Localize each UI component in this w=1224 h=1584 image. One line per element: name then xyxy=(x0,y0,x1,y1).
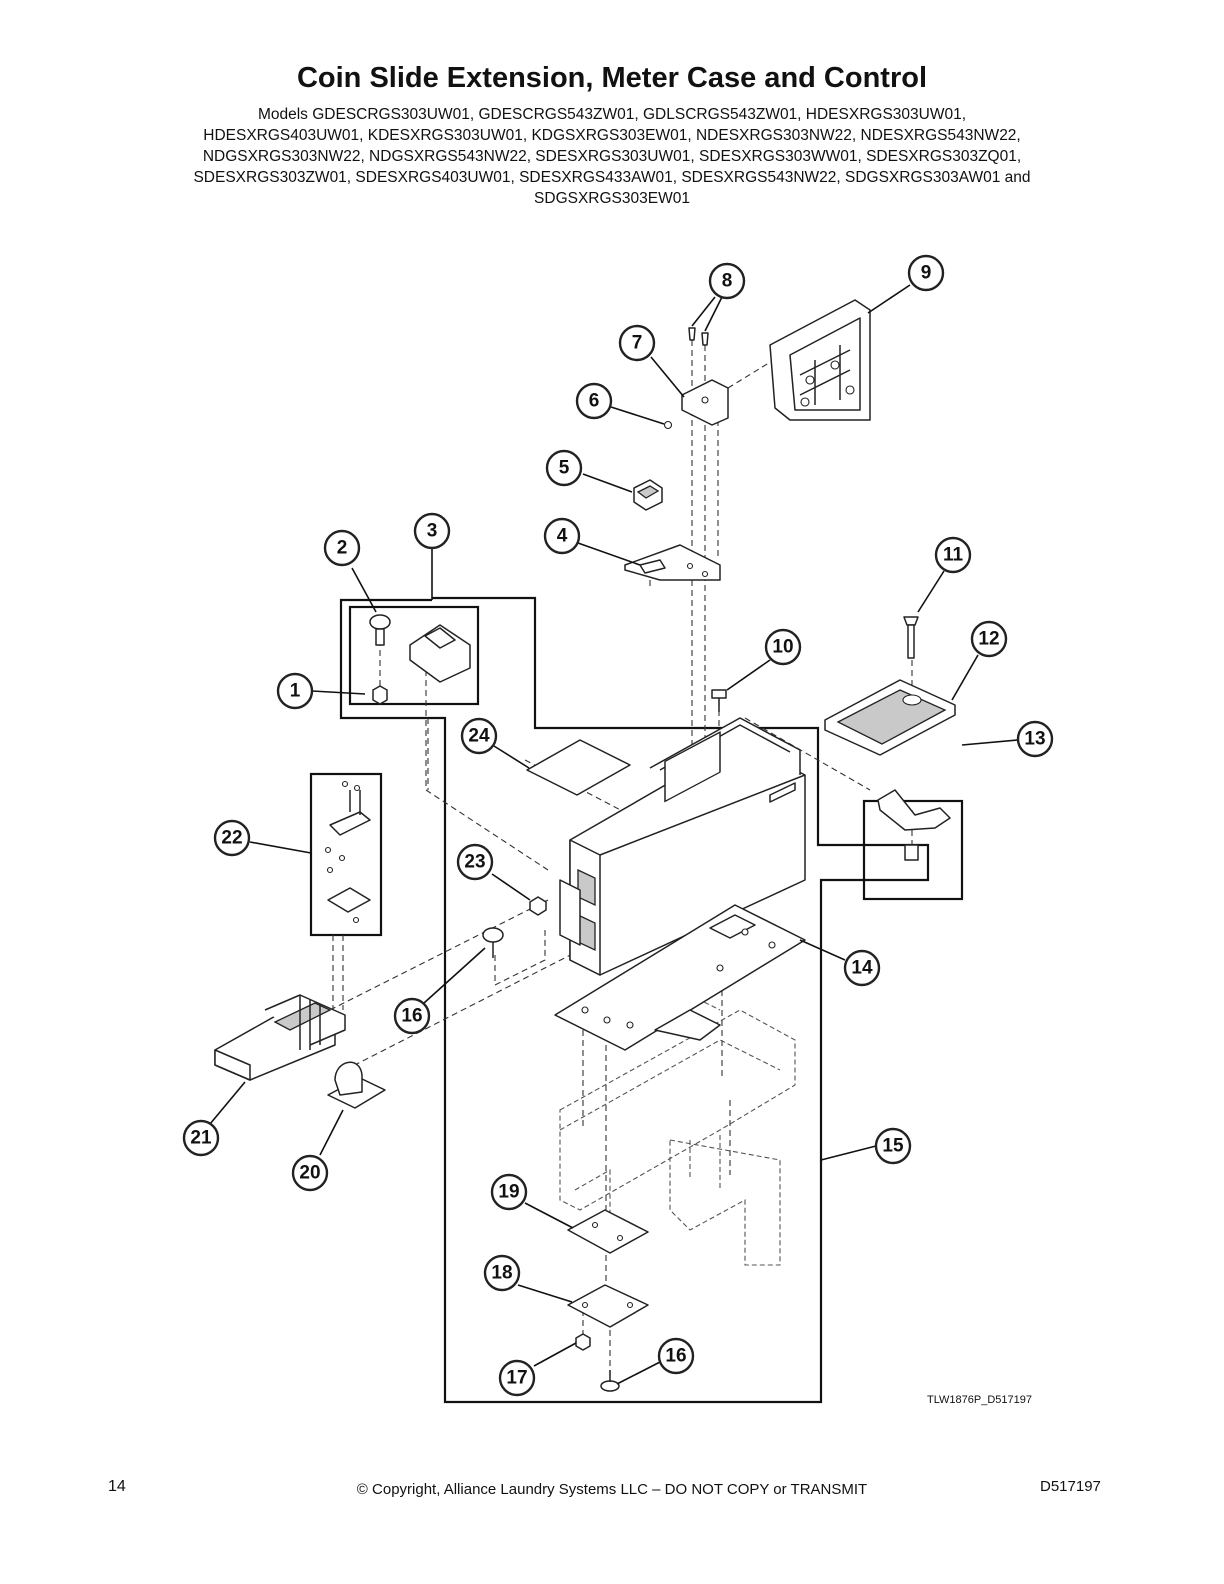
callout-label: 14 xyxy=(851,958,873,979)
callout-label: 16 xyxy=(665,1346,686,1367)
copyright-notice: © Copyright, Alliance Laundry Systems LL… xyxy=(356,1481,868,1498)
callout-label: 13 xyxy=(1024,729,1045,750)
callout-2: 2 xyxy=(323,529,361,567)
support-plates xyxy=(567,1209,649,1392)
callout-1: 1 xyxy=(276,672,314,710)
callout-9: 9 xyxy=(907,254,945,292)
group-brackets xyxy=(309,596,964,1404)
carriage-bolt-upper xyxy=(482,927,504,958)
callout-20: 20 xyxy=(291,1154,329,1192)
bolt xyxy=(711,689,727,712)
rocker-switch xyxy=(633,479,663,511)
callout-label: 22 xyxy=(221,828,242,849)
callout-label: 7 xyxy=(632,333,643,354)
callout-7: 7 xyxy=(618,324,656,362)
callout-label: 5 xyxy=(559,458,570,479)
callout-23: 23 xyxy=(456,843,494,881)
meter-case xyxy=(559,717,806,976)
coin-mechanism-parts xyxy=(324,780,371,924)
lock-bracket xyxy=(877,789,951,861)
callout-label: 18 xyxy=(491,1263,512,1284)
cover-plate xyxy=(824,616,956,756)
model-line: SDGSXRGS303EW01 xyxy=(534,190,690,207)
callout-label: 2 xyxy=(337,538,348,559)
model-line: HDESXRGS403UW01, KDESXRGS303UW01, KDGSXR… xyxy=(203,127,1021,144)
callout-label: 12 xyxy=(978,629,999,650)
callout-label: 16 xyxy=(401,1006,422,1027)
mounting-plate xyxy=(554,904,806,1051)
callout-16: 16 xyxy=(657,1337,695,1375)
callout-label: 11 xyxy=(943,545,964,566)
callout-label: 1 xyxy=(290,681,301,702)
label-decal xyxy=(526,739,631,796)
page-number: 14 xyxy=(108,1478,126,1495)
callout-label: 19 xyxy=(498,1182,519,1203)
callout-22: 22 xyxy=(213,819,251,857)
latch-assembly xyxy=(369,614,471,705)
callout-12: 12 xyxy=(970,620,1008,658)
model-line: Models GDESCRGS303UW01, GDESCRGS543ZW01,… xyxy=(257,106,967,123)
document-number: D517197 xyxy=(1040,1478,1101,1495)
callout-4: 4 xyxy=(543,517,581,555)
callout-label: 9 xyxy=(921,263,932,284)
callout-15: 15 xyxy=(874,1127,912,1165)
model-list: Models GDESCRGS303UW01, GDESCRGS543ZW01,… xyxy=(110,104,1114,209)
callout-21: 21 xyxy=(182,1119,220,1157)
drawing-id: TLW1876P_D517197 xyxy=(927,1394,1032,1406)
callout-19: 19 xyxy=(490,1173,528,1211)
callout-label: 17 xyxy=(506,1368,527,1389)
callout-11: 11 xyxy=(934,536,972,574)
callout-label: 21 xyxy=(190,1128,212,1149)
callout-6: 6 xyxy=(575,382,613,420)
callout-8: 8 xyxy=(708,262,746,300)
callout-label: 23 xyxy=(464,852,485,873)
callout-label: 3 xyxy=(427,521,438,542)
callout-5: 5 xyxy=(545,449,583,487)
callout-18: 18 xyxy=(483,1254,521,1292)
callout-24: 24 xyxy=(460,717,498,755)
callout-10: 10 xyxy=(764,628,802,666)
callout-14: 14 xyxy=(843,949,881,987)
callout-label: 24 xyxy=(468,726,490,747)
screws-top xyxy=(688,327,709,346)
page-title: Coin Slide Extension, Meter Case and Con… xyxy=(296,62,928,94)
leader-lines xyxy=(209,284,1019,1385)
switch-bracket xyxy=(624,544,721,581)
control-bracket xyxy=(663,299,871,430)
callout-label: 6 xyxy=(589,391,600,412)
model-line: NDGSXRGS303NW22, NDGSXRGS543NW22, SDESXR… xyxy=(202,148,1022,165)
coin-slide xyxy=(214,994,346,1081)
callout-16: 16 xyxy=(393,997,431,1035)
callout-label: 8 xyxy=(722,271,733,292)
callout-3: 3 xyxy=(413,512,451,550)
callout-label: 15 xyxy=(882,1136,904,1157)
slide-bracket xyxy=(327,1061,386,1109)
callout-label: 4 xyxy=(557,526,568,547)
nut xyxy=(529,896,547,916)
callout-17: 17 xyxy=(498,1359,536,1397)
callout-label: 20 xyxy=(299,1163,320,1184)
callout-label: 10 xyxy=(772,637,793,658)
callout-13: 13 xyxy=(1016,720,1054,758)
model-line: SDESXRGS303ZW01, SDESXRGS403UW01, SDESXR… xyxy=(193,169,1031,186)
